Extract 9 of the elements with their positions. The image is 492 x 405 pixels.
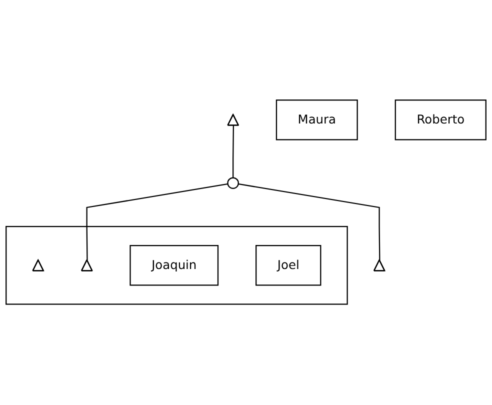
node-box: Maura [276,100,358,141]
connector [86,184,228,261]
cluster [6,226,348,306]
node-box: Roberto [394,100,486,141]
node-box: Joaquin [130,245,219,286]
connector [238,184,380,261]
node-box: Joel [256,245,322,286]
node-circle [227,178,239,190]
connector [232,126,234,178]
